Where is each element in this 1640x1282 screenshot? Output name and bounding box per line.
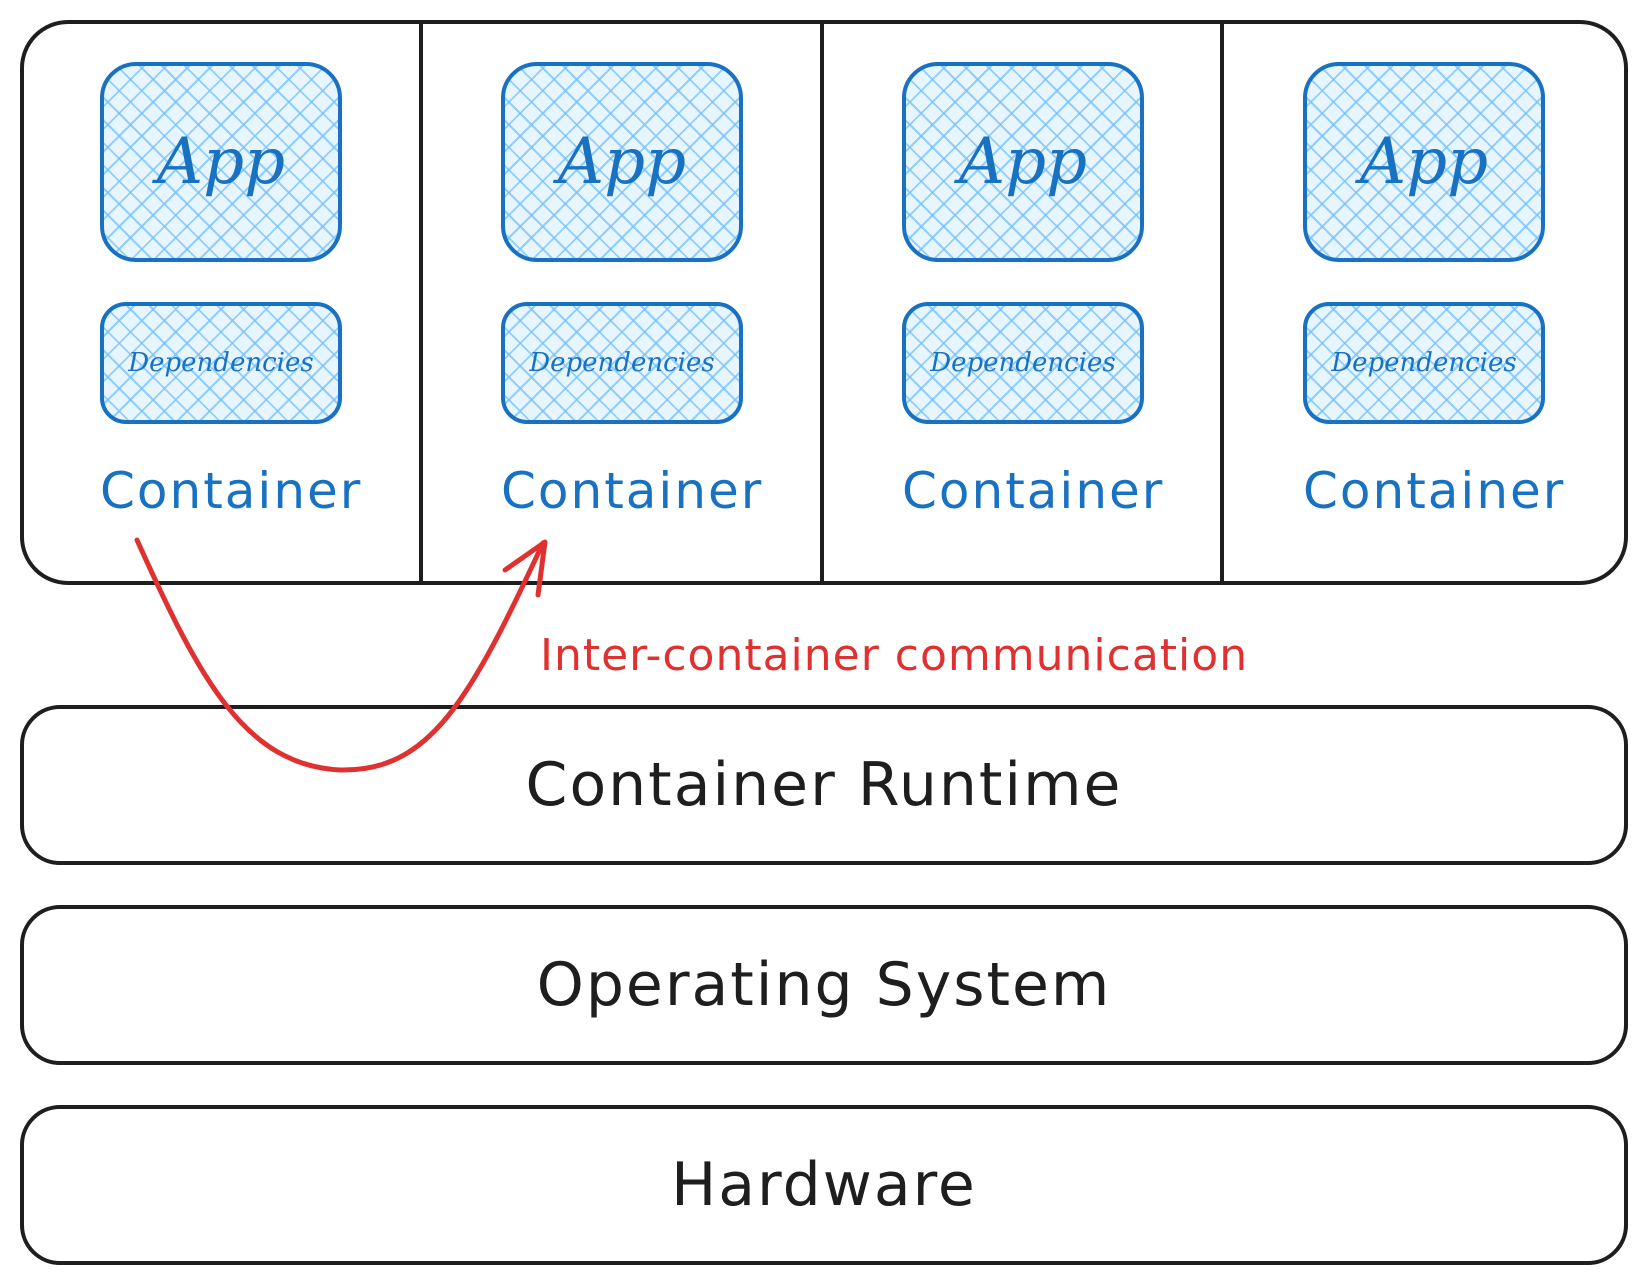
operating-system-label: Operating System	[536, 950, 1112, 1020]
app-box: App	[902, 62, 1144, 262]
dependencies-label: Dependencies	[1331, 348, 1517, 378]
container-label: Container	[1303, 462, 1566, 520]
dependencies-box: Dependencies	[1303, 302, 1545, 424]
container-label: Container	[100, 462, 363, 520]
dependencies-label: Dependencies	[529, 348, 715, 378]
container-divider	[1220, 20, 1224, 585]
container-divider	[820, 20, 824, 585]
dependencies-label: Dependencies	[128, 348, 314, 378]
container-divider	[419, 20, 423, 585]
app-box: App	[501, 62, 743, 262]
arrow-head-icon	[502, 539, 548, 598]
dependencies-box: Dependencies	[902, 302, 1144, 424]
container-runtime-label: Container Runtime	[525, 750, 1123, 820]
dependencies-label: Dependencies	[930, 348, 1116, 378]
container-label: Container	[902, 462, 1165, 520]
hardware-layer: Hardware	[20, 1105, 1628, 1265]
inter-container-communication-label: Inter-container communication	[540, 630, 1249, 681]
app-box: App	[1303, 62, 1545, 262]
dependencies-box: Dependencies	[100, 302, 342, 424]
hardware-label: Hardware	[671, 1150, 977, 1220]
operating-system-layer: Operating System	[20, 905, 1628, 1065]
dependencies-box: Dependencies	[501, 302, 743, 424]
container-label: Container	[501, 462, 764, 520]
app-box: App	[100, 62, 342, 262]
app-label: App	[1359, 125, 1489, 199]
communication-arrow-line	[134, 537, 546, 773]
app-label: App	[958, 125, 1088, 199]
app-label: App	[156, 125, 286, 199]
app-label: App	[557, 125, 687, 199]
container-runtime-layer: Container Runtime	[20, 705, 1628, 865]
